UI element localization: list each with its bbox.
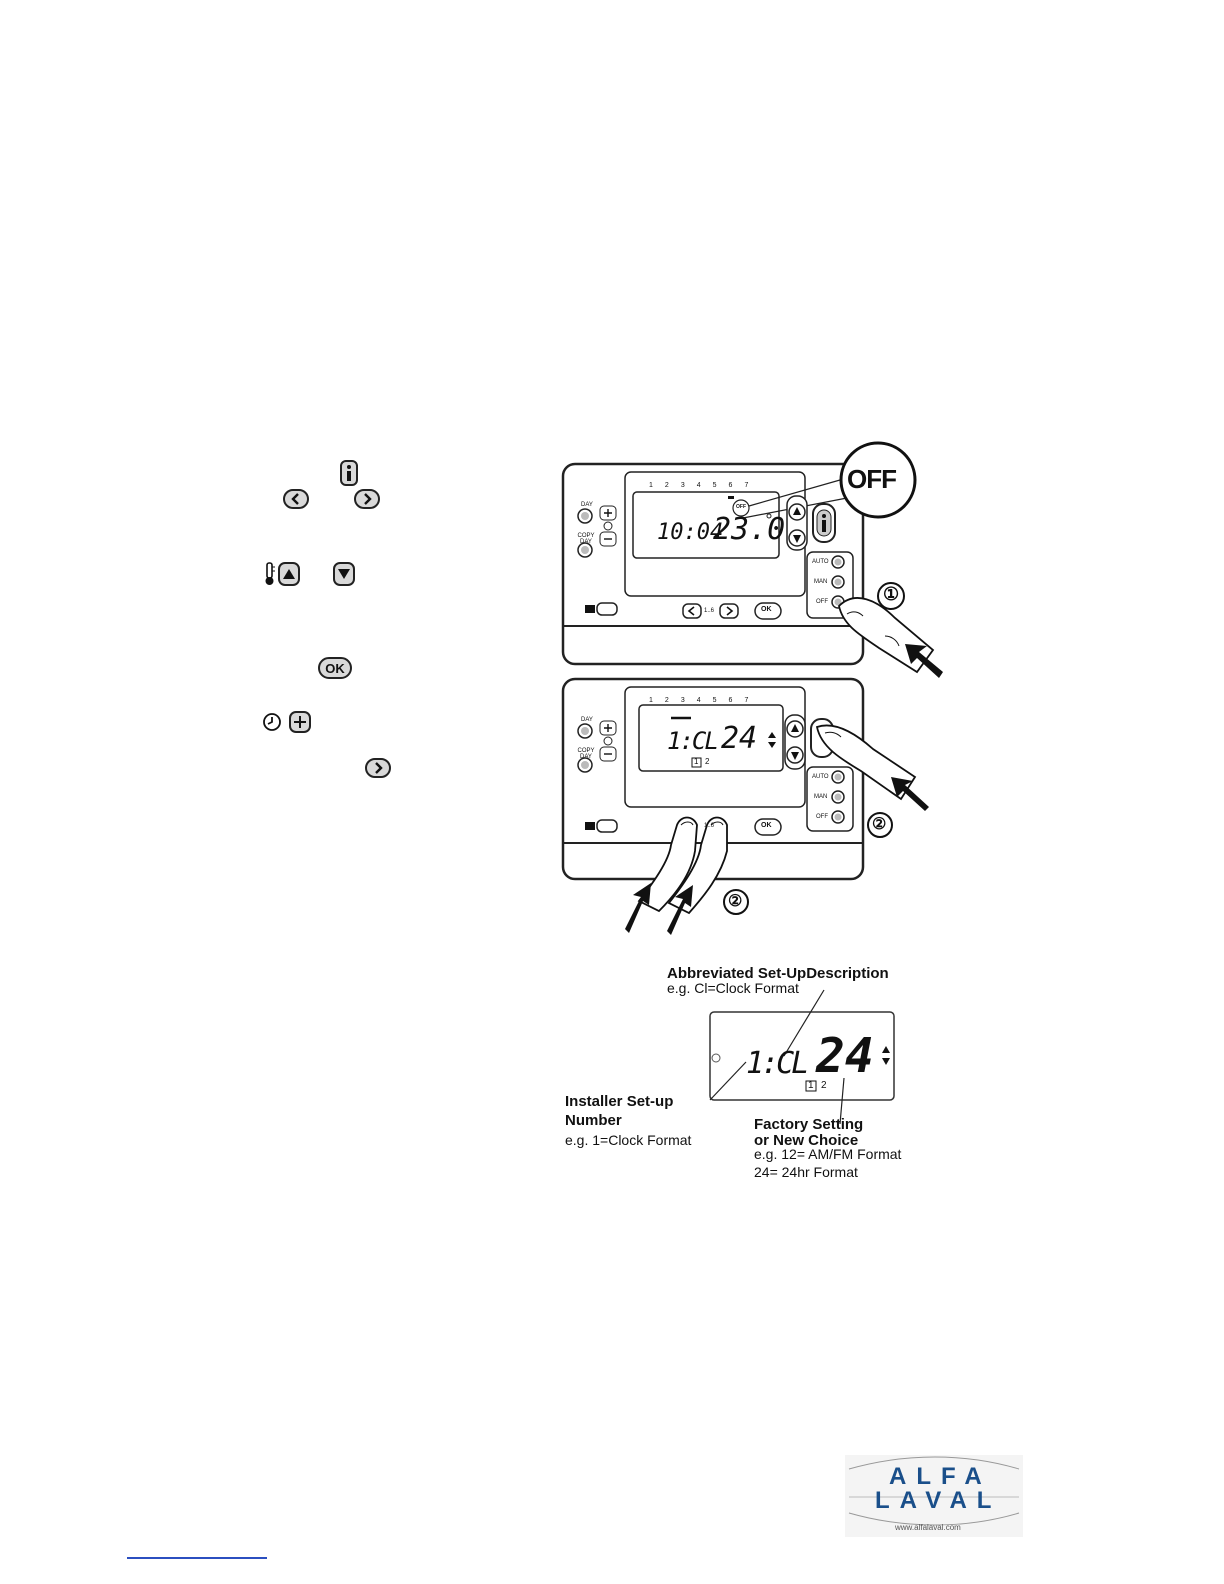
callout-number-title-1: Installer Set-up [565,1093,674,1110]
off-button-label: OFF [816,814,828,820]
day-2: 2 [664,697,669,704]
logo-line-1: ALFA [889,1463,992,1490]
clock-icon [262,712,282,737]
day-5: 5 [712,482,717,489]
day-6: 6 [728,697,733,704]
chevron-left-icon [283,489,309,509]
plus-icon [289,711,311,733]
man-button-label: MAN [814,794,828,800]
thermostat-off-illustration: 1 2 3 4 5 6 7 10:04 23.0 OFF OFF DAY COP… [555,440,965,680]
diagram-page-b: 2 [821,1080,827,1091]
off-zoom-label: OFF [847,464,897,494]
day-3: 3 [680,482,685,489]
step-marker-2-right: ② [872,816,887,833]
thermometer-icon [264,562,276,591]
ok-button-label: OK [761,606,772,613]
logo-url: www.alfalaval.com [895,1523,961,1532]
nav-range-label: 1..6 [704,823,715,829]
ok-button-label: OK [761,822,772,829]
day-numbers: 1 2 3 4 5 6 7 [649,697,748,704]
diagram-setup-code: 1:CL [746,1046,809,1081]
diagram-page-a: 1 [808,1080,814,1091]
lcd-setup-value: 24 [721,721,758,756]
day-1: 1 [649,482,653,489]
day-button-label: DAY [581,502,593,508]
chevron-right-icon [354,489,380,509]
off-button-label: OFF [816,599,828,605]
man-button-label: MAN [814,579,828,585]
lcd-page-b: 2 [705,757,710,766]
day-7: 7 [744,482,749,489]
copy-day-button-label: COPY DAY [577,748,595,760]
day-5: 5 [712,697,717,704]
callout-number-sub: e.g. 1=Clock Format [565,1132,692,1148]
step-marker-1: ① [883,584,900,604]
alfa-laval-logo: ALFA LAVAL www.alfalaval.com [845,1455,1023,1537]
day-4: 4 [696,697,701,704]
lcd-off-badge: OFF [736,504,746,510]
lcd-time: 10:04 [657,520,724,545]
day-button-label: DAY [581,717,593,723]
callout-factory-title-2: or New Choice [754,1132,859,1149]
lcd-temperature: 23.0 [713,512,786,547]
info-icon [340,460,358,486]
triangle-down-icon [333,562,355,586]
day-2: 2 [664,482,669,489]
callout-factory-title-1: Factory Setting [754,1116,864,1133]
copy-day-button-label: COPY DAY [577,533,595,545]
lcd-setup-code: 1:CL [667,727,719,755]
callout-factory-sub-2: 24= 24hr Format [754,1164,858,1180]
footer-link-underline [127,1557,267,1559]
chevron-right-icon [365,758,391,778]
callout-factory-sub-1: e.g. 12= AM/FM Format [754,1146,902,1162]
day-1: 1 [649,697,653,704]
day-3: 3 [680,697,685,704]
logo-line-2: LAVAL [875,1487,1002,1514]
day-numbers: 1 2 3 4 5 6 7 [649,482,748,489]
step-marker-2-bottom: ② [728,893,743,910]
ok-icon: OK [318,657,352,679]
day-4: 4 [696,482,701,489]
day-6: 6 [728,482,733,489]
thermostat-setup-illustration: 1 2 3 4 5 6 7 1:CL 24 1 2 DAY COPY DAY A… [555,675,965,940]
auto-button-label: AUTO [812,774,829,780]
callout-description-title: Abbreviated Set-UpDescription [667,965,889,982]
auto-button-label: AUTO [812,559,829,565]
day-7: 7 [744,697,749,704]
diagram-setup-value: 24 [816,1028,874,1084]
callout-number-title-2: Number [565,1112,622,1129]
callout-description-sub: e.g. Cl=Clock Format [667,980,799,996]
triangle-up-icon [278,562,300,586]
setup-display-diagram: 1:CL 24 1 2 Abbreviated Set-UpDescriptio… [560,960,940,1190]
lcd-page-a: 1 [694,757,699,766]
nav-range-label: 1..6 [704,608,715,614]
